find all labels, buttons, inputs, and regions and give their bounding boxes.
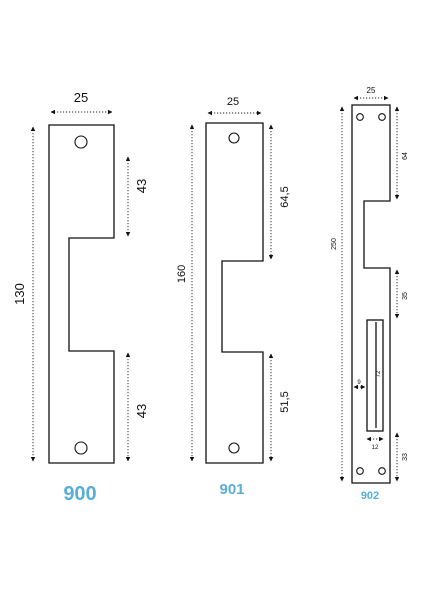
plate-901-top-label: 64,5 — [279, 186, 291, 207]
plate-902-slot — [366, 319, 384, 432]
plate-901-outline — [205, 122, 264, 464]
plate-902-hole-bottom-right — [378, 467, 386, 475]
plate-902-slot-length-label: 72 — [376, 370, 382, 377]
plate-900-height-label: 130 — [12, 283, 27, 305]
plate-902-hole-top-right — [378, 113, 386, 121]
plate-901-width-label: 25 — [227, 96, 239, 108]
plate-902-hole-bottom-left — [356, 467, 364, 475]
plate-902-width-label: 25 — [367, 86, 376, 95]
plate-902-bottom-label: 33 — [402, 453, 409, 461]
plate-902-slot-width-label: 12 — [372, 445, 379, 451]
plate-901-hole-top — [228, 132, 240, 144]
plate-901-hole-bottom — [228, 442, 240, 454]
plate-902-model-label: 902 — [361, 490, 379, 502]
plate-902-top-label: 64 — [402, 152, 409, 160]
plate-901-model-label: 901 — [219, 481, 244, 498]
plate-902-notch-label: 35 — [402, 292, 409, 300]
plate-902-height-label: 250 — [331, 238, 338, 250]
plate-900-model-label: 900 — [63, 483, 96, 505]
plate-900-outline — [48, 124, 115, 464]
plate-902-slot-offset-label: 9 — [357, 380, 361, 386]
plate-902: 25 250 64 35 72 9 12 33 902 — [331, 86, 409, 502]
plate-900-bottom-label: 43 — [134, 404, 149, 418]
plate-900-top-label: 43 — [134, 179, 149, 193]
plate-901: 25 160 64,5 51,5 901 — [176, 96, 291, 498]
plate-902-outline — [351, 104, 391, 484]
plate-900-hole-top — [74, 135, 88, 149]
plate-900: 25 130 43 43 900 — [12, 90, 149, 505]
plate-901-bottom-label: 51,5 — [279, 391, 291, 412]
plate-900-hole-bottom — [74, 441, 88, 455]
plate-902-hole-top-left — [356, 113, 364, 121]
plate-900-width-label: 25 — [74, 90, 88, 105]
plate-901-height-label: 160 — [176, 265, 188, 283]
